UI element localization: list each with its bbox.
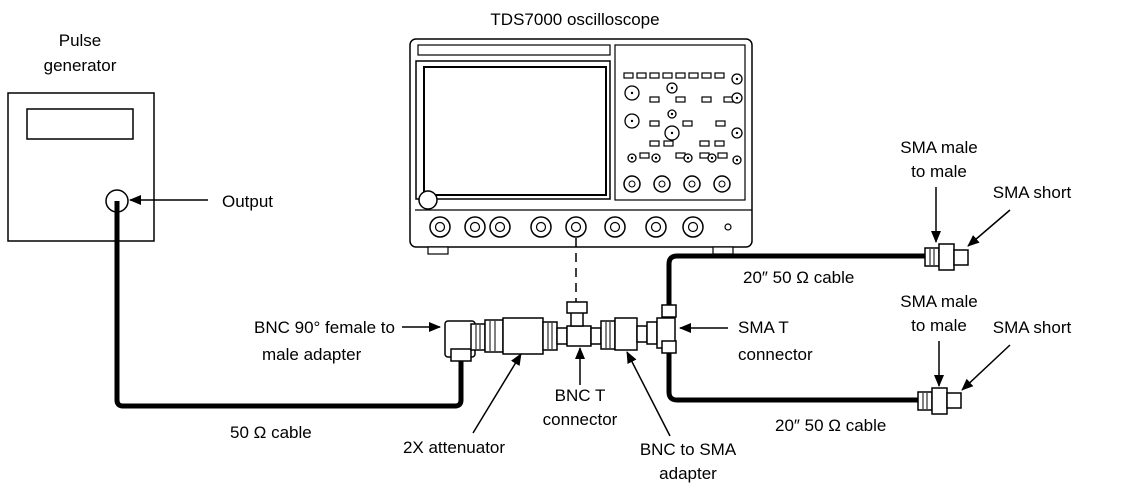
pulse-generator-display	[26, 108, 134, 140]
sma-male-top-label-1: SMA male	[900, 138, 977, 157]
attenuator-arrow	[472, 353, 522, 434]
bnc-90-label-1: BNC 90° female to	[254, 318, 395, 337]
panel-knob-center	[735, 96, 739, 100]
cable-20-bottom-label: 20″ 50 Ω cable	[775, 416, 886, 435]
bnc-sma-label-2: adapter	[659, 464, 717, 483]
panel-button	[623, 72, 634, 79]
sma-male-to-male-top	[924, 243, 955, 271]
bnc-t-label-1: BNC T	[555, 386, 606, 405]
oscilloscope	[409, 38, 753, 255]
input-connector-inner	[434, 221, 446, 233]
panel-knob-center	[735, 77, 739, 81]
scope-input-connectors	[429, 216, 732, 238]
scope-feet-right	[712, 246, 734, 255]
pulse-generator-label-1: Pulse	[59, 31, 102, 50]
output-label: Output	[222, 192, 273, 211]
panel-button	[636, 72, 647, 79]
panel-knob-center	[654, 156, 658, 160]
cable-20-top-label: 20″ 50 Ω cable	[743, 268, 854, 287]
input-connector-inner	[494, 221, 506, 233]
sma-male-top-label-2: to male	[911, 162, 967, 181]
cable-20-top	[666, 253, 925, 305]
power-button	[418, 190, 438, 210]
input-connector-inner	[535, 221, 547, 233]
cable-50-label: 50 Ω cable	[230, 423, 312, 442]
sma-male-bottom-label-1: SMA male	[900, 292, 977, 311]
bnc-t-label-2: connector	[543, 410, 618, 429]
input-connector-inner	[609, 221, 621, 233]
panel-knob-center	[630, 156, 634, 160]
panel-knob-center	[710, 156, 714, 160]
bnc-to-sma-adapter	[600, 317, 648, 351]
panel-knob-center	[686, 156, 690, 160]
panel-button	[688, 72, 699, 79]
panel-button	[701, 96, 712, 103]
sma-short-bottom-label: SMA short	[993, 318, 1072, 337]
bnc-90-adapter	[444, 320, 486, 362]
sma-t-label-1: SMA T	[738, 318, 789, 337]
scope-front-panel-controls	[623, 72, 743, 193]
sma-short-bottom-arrow	[961, 344, 1011, 391]
panel-knob-center	[630, 91, 634, 95]
panel-button	[682, 120, 693, 127]
vertical-knob-center	[688, 180, 696, 188]
sma-short-top-label: SMA short	[993, 183, 1072, 202]
vertical-knob-center	[628, 180, 636, 188]
input-connector-inner	[650, 221, 662, 233]
bnc-t-connector	[556, 301, 602, 347]
cable-50-ohm	[114, 201, 464, 409]
ground-jack	[724, 223, 732, 231]
attenuator-2x	[484, 317, 558, 355]
panel-knob-center	[670, 131, 674, 135]
cable-20-bottom	[666, 353, 918, 403]
scope-top-handle	[417, 44, 611, 56]
panel-knob-center	[670, 86, 674, 90]
sma-male-bottom-label-2: to male	[911, 316, 967, 335]
input-connector-inner	[469, 221, 481, 233]
pulse-generator-label-2: generator	[44, 56, 117, 75]
pulse-generator	[7, 92, 155, 242]
panel-button	[649, 120, 660, 127]
vertical-knob-center	[658, 180, 666, 188]
panel-button	[663, 140, 674, 147]
panel-button	[675, 96, 686, 103]
panel-knob-center	[735, 158, 739, 162]
panel-button	[715, 120, 726, 127]
sma-t-label-2: connector	[738, 345, 813, 364]
bnc-sma-arrow	[626, 351, 671, 437]
panel-button	[699, 140, 710, 147]
panel-knob-center	[735, 131, 739, 135]
bnc-90-label-2: male adapter	[262, 345, 362, 364]
sma-short-top-arrow	[967, 209, 1011, 247]
input-connector-inner	[570, 221, 582, 233]
panel-button	[675, 72, 686, 79]
panel-button	[714, 72, 725, 79]
panel-button	[639, 152, 650, 159]
panel-button	[649, 140, 660, 147]
scope-feet-left	[427, 246, 449, 255]
panel-button	[717, 152, 728, 159]
panel-button	[701, 72, 712, 79]
sma-short-top	[953, 249, 969, 266]
bnc-sma-label-1: BNC to SMA	[640, 440, 737, 459]
panel-button	[649, 96, 660, 103]
input-connector-inner	[687, 221, 699, 233]
panel-button	[714, 140, 725, 147]
panel-knob-center	[630, 119, 634, 123]
panel-button	[649, 72, 660, 79]
attenuator-label: 2X attenuator	[403, 438, 505, 457]
sma-t-connector	[646, 304, 677, 354]
panel-knob-center	[670, 112, 674, 116]
scope-screen	[423, 66, 607, 196]
vertical-knob-center	[718, 180, 726, 188]
panel-button	[662, 72, 673, 79]
oscilloscope-label: TDS7000 oscilloscope	[490, 10, 659, 29]
sma-short-bottom	[946, 392, 962, 409]
sma-male-to-male-bottom	[917, 387, 948, 415]
